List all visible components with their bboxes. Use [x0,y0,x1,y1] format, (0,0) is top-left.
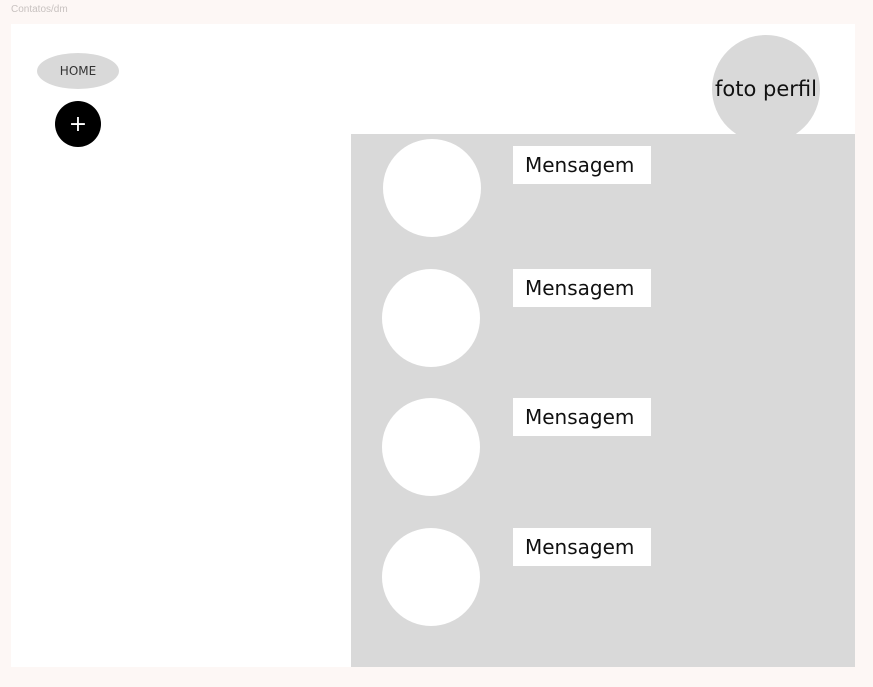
message-row[interactable]: Mensagem [351,134,855,244]
contact-avatar[interactable] [382,269,480,367]
contacts-dm-frame: HOME + foto perfil Mensagem Mensagem Men… [11,24,855,667]
message-box[interactable]: Mensagem [513,146,651,184]
message-box[interactable]: Mensagem [513,528,651,566]
home-button[interactable]: HOME [37,53,119,89]
contact-avatar[interactable] [382,528,480,626]
add-contact-button[interactable]: + [55,101,101,147]
contact-avatar[interactable] [383,139,481,237]
message-box[interactable]: Mensagem [513,269,651,307]
messages-panel: Mensagem Mensagem Mensagem Mensagem [351,134,855,667]
message-row[interactable]: Mensagem [351,264,855,374]
profile-photo[interactable]: foto perfil [712,35,820,143]
frame-title: Contatos/dm [11,4,68,15]
message-row[interactable]: Mensagem [351,393,855,503]
profile-photo-label: foto perfil [715,77,817,101]
contact-avatar[interactable] [382,398,480,496]
message-row[interactable]: Mensagem [351,522,855,632]
message-box[interactable]: Mensagem [513,398,651,436]
